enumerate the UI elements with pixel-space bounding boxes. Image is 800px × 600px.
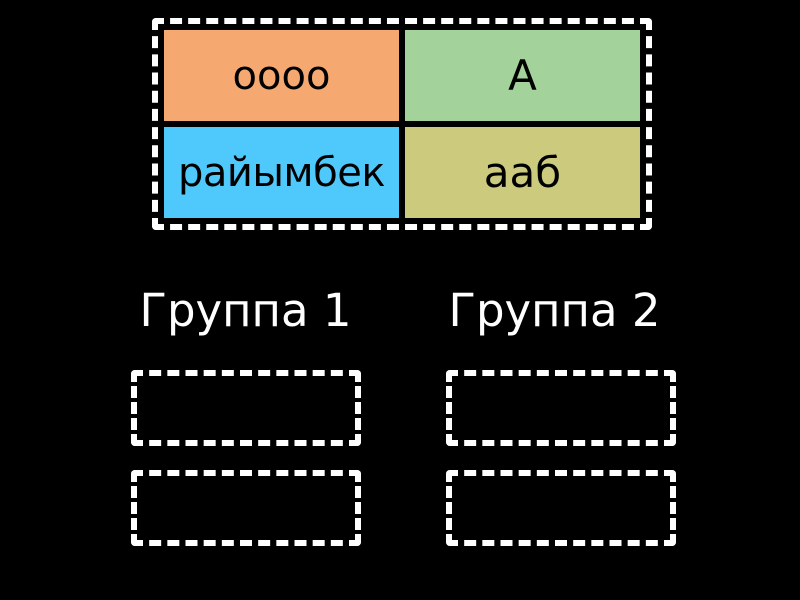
group-column-1: Группа 1 xyxy=(120,288,371,546)
draggable-tile-oooo[interactable]: оооо xyxy=(164,30,399,121)
tile-label: райымбек xyxy=(177,149,386,196)
draggable-tile-raiymbek[interactable]: райымбек xyxy=(164,127,399,218)
group-title-1: Группа 1 xyxy=(139,284,352,337)
group-title-2: Группа 2 xyxy=(448,284,661,337)
group-column-2: Группа 2 xyxy=(429,288,680,546)
group-columns: Группа 1 Группа 2 xyxy=(120,288,680,546)
source-tile-tray: оооо А райымбек ааб xyxy=(152,18,652,230)
drop-slot-group1-2[interactable] xyxy=(130,470,361,546)
tile-label: ааб xyxy=(483,147,562,197)
tile-label: А xyxy=(508,50,537,100)
tile-label: оооо xyxy=(232,52,331,99)
draggable-tile-a[interactable]: А xyxy=(405,30,640,121)
drop-slot-group1-1[interactable] xyxy=(130,370,361,446)
drop-slot-group2-2[interactable] xyxy=(445,470,676,546)
tile-grid: оооо А райымбек ааб xyxy=(164,30,640,218)
drop-slot-group2-1[interactable] xyxy=(445,370,676,446)
draggable-tile-aab[interactable]: ааб xyxy=(405,127,640,218)
